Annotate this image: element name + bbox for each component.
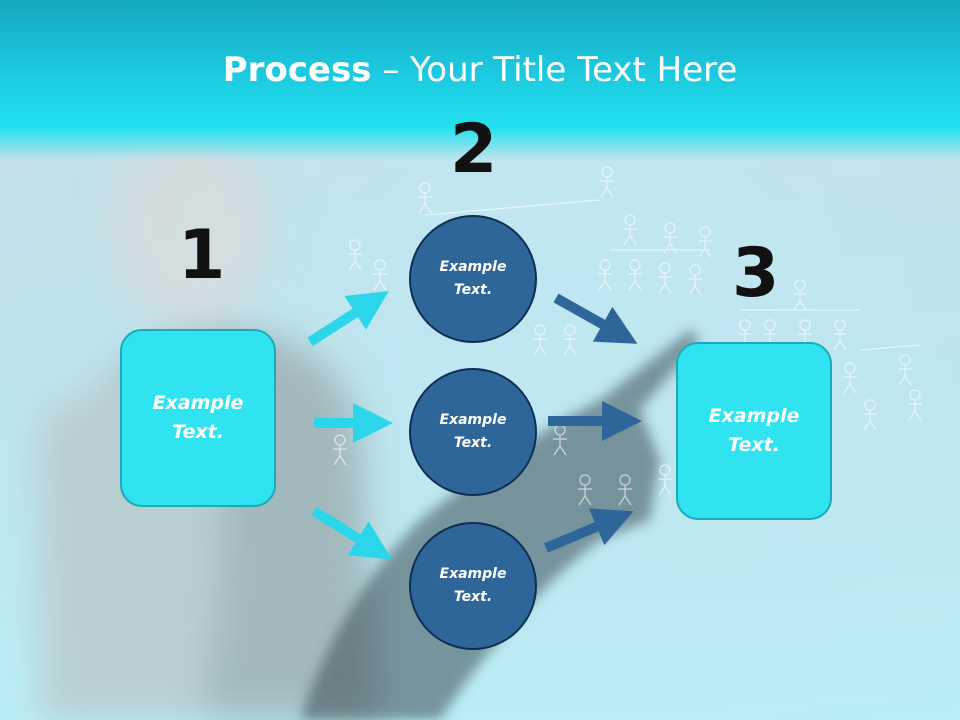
- step-1-text: Example Text.: [152, 392, 244, 443]
- step-1-box: Example Text.: [120, 329, 276, 507]
- title-band: [0, 0, 960, 160]
- step-number-3: 3: [732, 234, 780, 313]
- circle-bottom: Example Text.: [409, 522, 537, 650]
- title-bold: Process: [222, 50, 372, 90]
- step-number-1: 1: [178, 216, 226, 295]
- circle-middle: Example Text.: [409, 368, 537, 496]
- step-3-box: Example Text.: [676, 342, 832, 520]
- step-number-2: 2: [450, 110, 498, 189]
- circle-top: Example Text.: [409, 215, 537, 343]
- step-3-text: Example Text.: [708, 405, 800, 456]
- circle-bottom-text: Example Text.: [439, 566, 507, 605]
- title-rest: – Your Title Text Here: [371, 50, 738, 90]
- slide-title: Process – Your Title Text Here: [0, 50, 960, 90]
- circle-middle-text: Example Text.: [439, 412, 507, 451]
- circle-top-text: Example Text.: [439, 259, 507, 298]
